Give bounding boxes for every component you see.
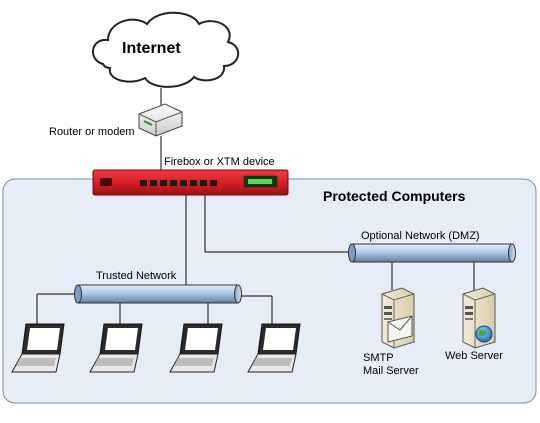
firewall-icon	[92, 169, 289, 196]
cables	[36, 88, 475, 328]
protected-zone-label: Protected Computers	[323, 188, 466, 204]
server-icon	[381, 287, 415, 349]
web-server-label: Web Server	[445, 350, 503, 362]
laptop-icon	[89, 323, 143, 373]
router-label: Router or modem	[49, 126, 135, 138]
smtp-label-line2: Mail Server	[363, 365, 419, 377]
trusted-bus	[37, 284, 242, 304]
laptop-icon	[11, 323, 65, 373]
cloud-icon	[92, 11, 239, 88]
smtp-label-line1: SMTP	[363, 352, 394, 364]
internet-label: Internet	[122, 40, 181, 57]
router-icon	[138, 103, 183, 137]
laptop-icon	[169, 323, 223, 373]
globe-icon	[475, 325, 493, 343]
firebox-label: Firebox or XTM device	[164, 156, 275, 168]
dmz-bus	[348, 243, 516, 263]
trusted-network-label: Trusted Network	[96, 270, 177, 282]
optional-network-label: Optional Network (DMZ)	[361, 230, 480, 242]
smtp-server-label: SMTP Mail Server	[363, 352, 419, 378]
laptop-icon	[247, 323, 301, 373]
